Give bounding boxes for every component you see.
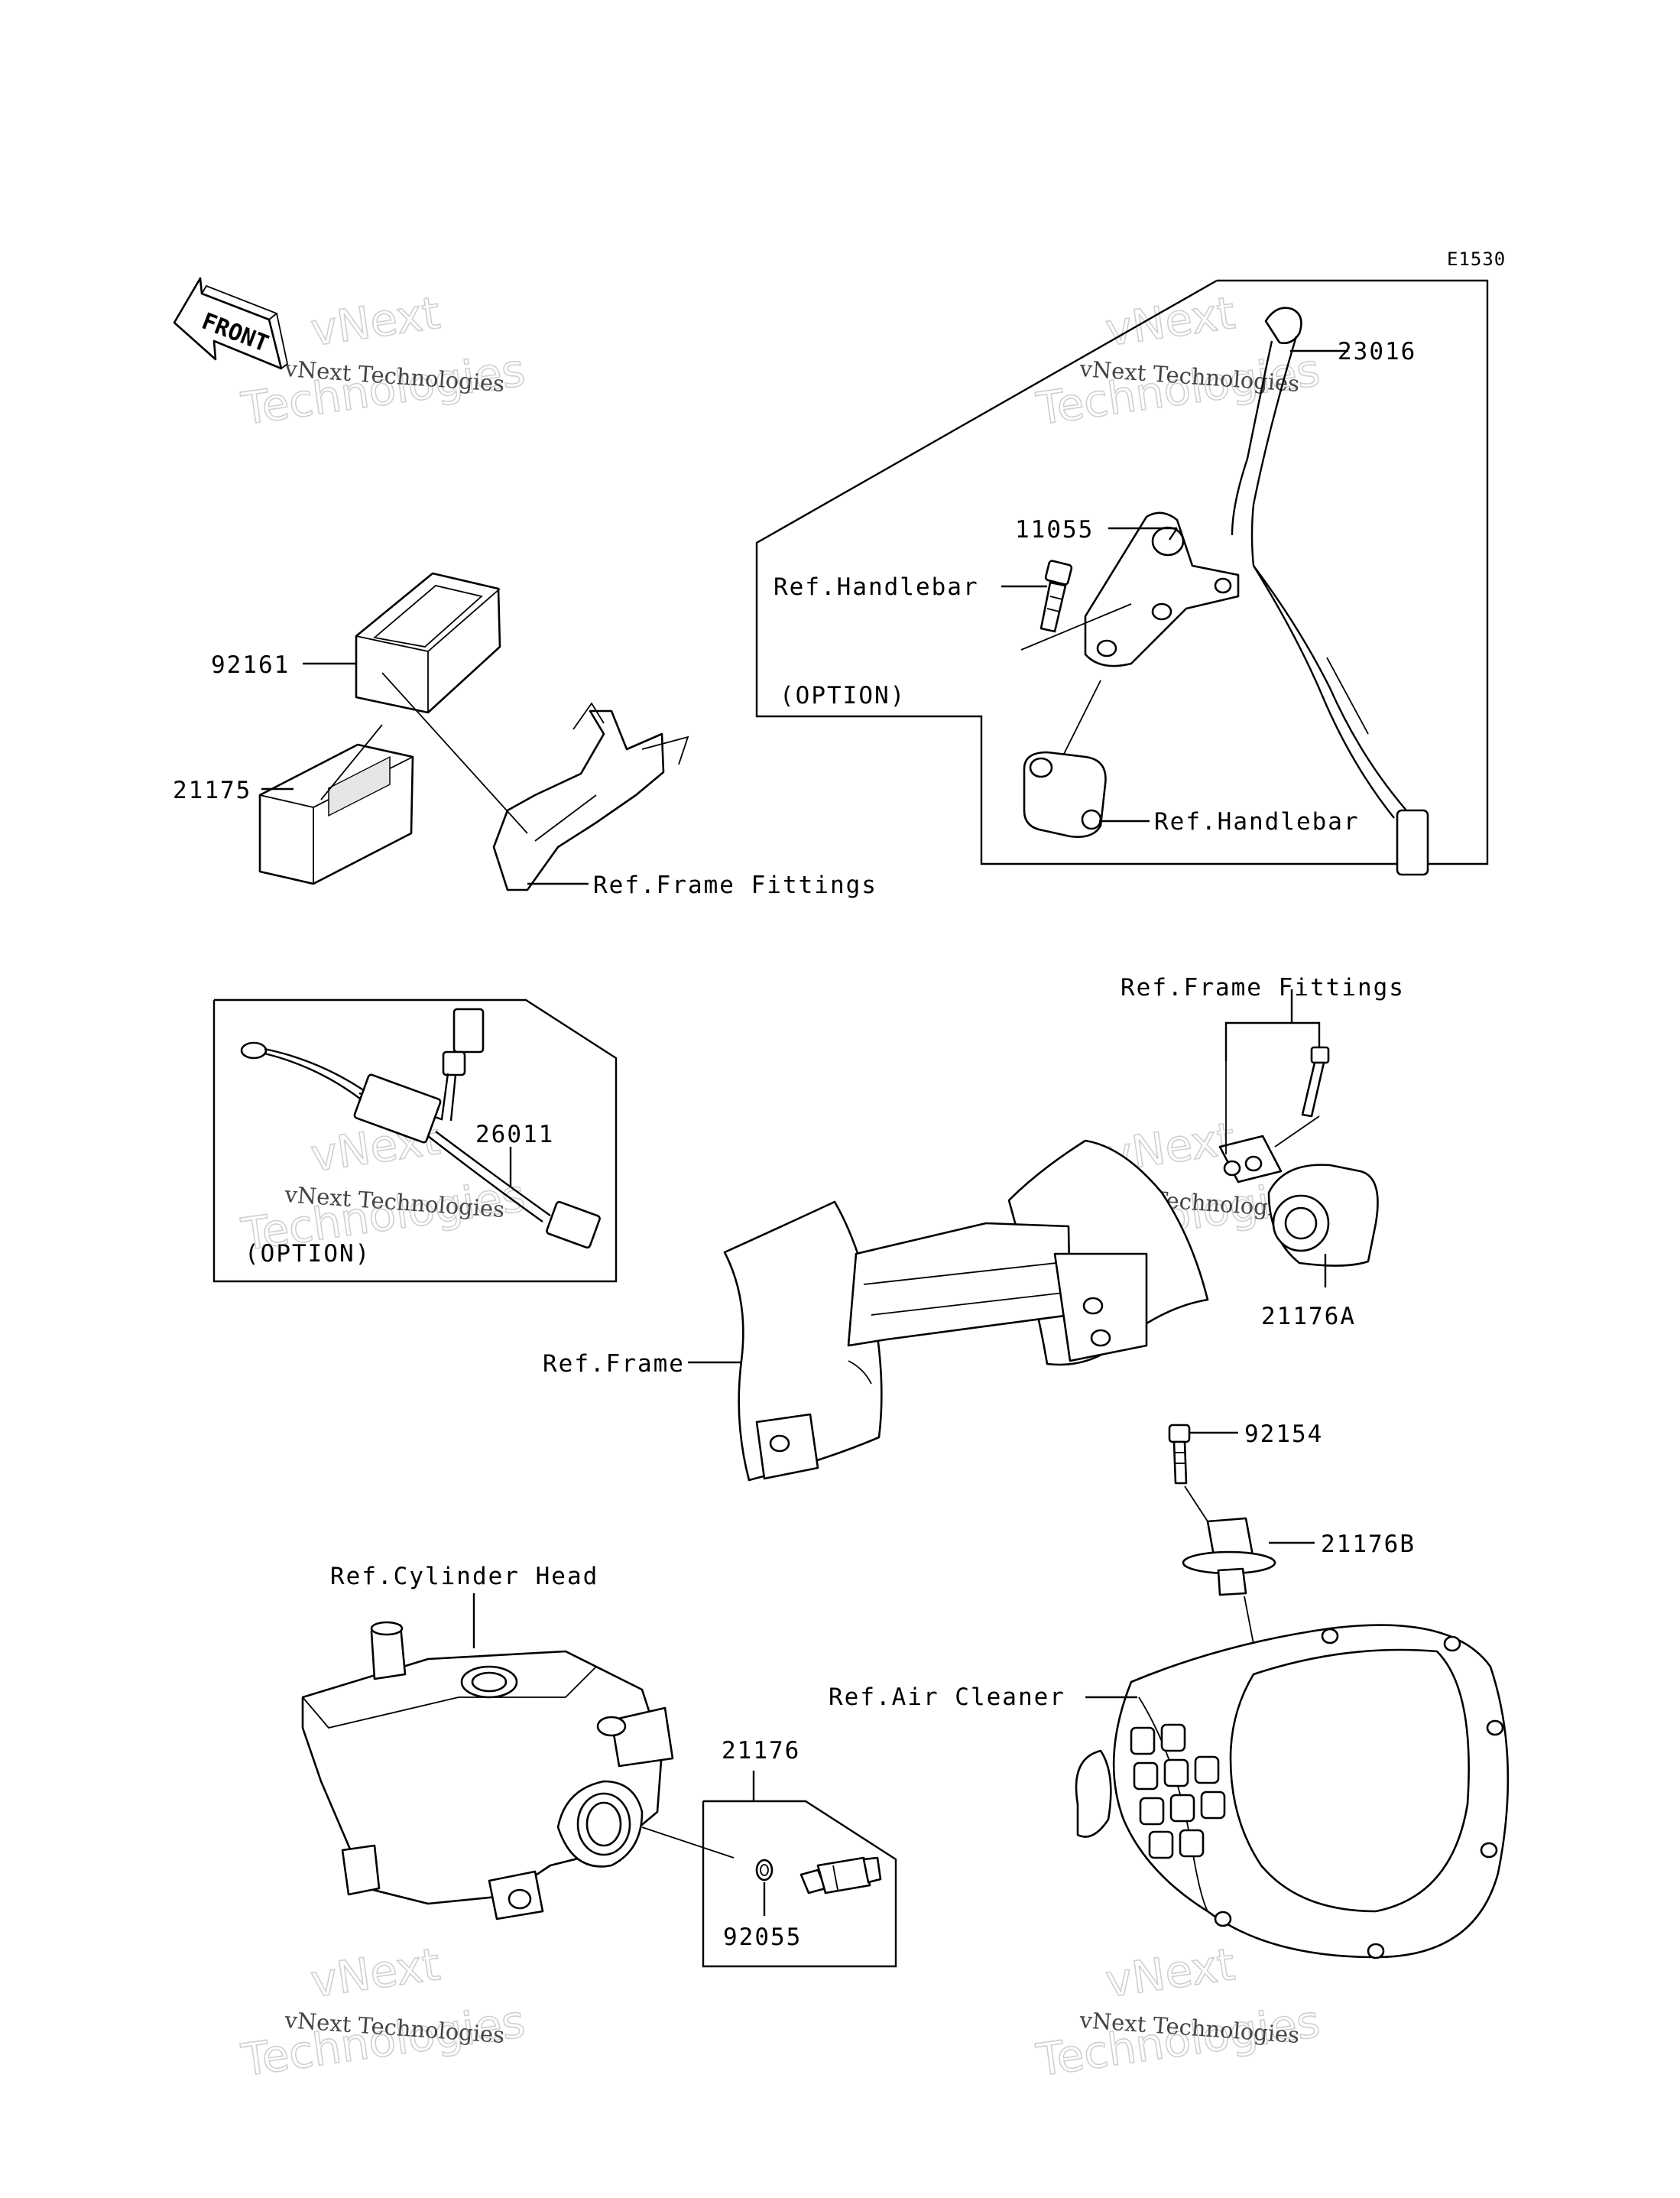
handlebar-bolt [1039,560,1073,633]
label-92154: 92154 [1244,1420,1323,1448]
ecu-cover-92161 [355,572,501,714]
label-ref-frame-fittings-2: Ref.Frame Fittings [1121,974,1405,1002]
label-92055: 92055 [723,1924,802,1951]
harness-23016 [1231,307,1429,876]
svg-text:vNext: vNext [307,1938,443,2008]
svg-text:vNext: vNext [1102,287,1237,356]
label-ref-cylinder-head: Ref.Cylinder Head [330,1563,598,1590]
harness-26011 [240,1008,601,1249]
label-21176B: 21176B [1321,1531,1416,1558]
sensor-21176 [799,1856,882,1894]
label-option-top: (OPTION) [780,682,906,709]
option-box-left [212,998,618,1283]
ecu-bracket [492,702,689,891]
front-arrow-icon: FRONT [173,277,288,370]
label-21175: 21175 [173,777,251,804]
label-option-left: (OPTION) [245,1240,371,1268]
label-ref-handlebar-bolt: Ref.Handlebar [774,573,979,601]
watermark-mid-left: vNext Technologies vNext Technologies [238,1112,529,1261]
label-11055: 11055 [1015,516,1094,544]
watermark-bottom-right: vNext Technologies vNext Technologies [1033,1937,1324,2087]
bracket-21176 [702,1800,897,1968]
frame [723,1139,1209,1482]
option-box-top [755,279,1489,865]
gasket-92055 [755,1859,774,1881]
label-ref-frame-fittings-1: Ref.Frame Fittings [593,872,877,899]
cylinder-head [301,1621,674,1920]
svg-text:vNext: vNext [307,287,443,356]
watermark-top-left: vNext Technologies vNext Technologies [238,286,529,436]
label-92161: 92161 [211,651,290,679]
handlebar-clamp [1023,751,1107,838]
sensor-bracket [1218,1046,1330,1183]
sensor-21176B [1182,1517,1276,1596]
label-21176: 21176 [722,1737,800,1765]
bolt-92154 [1168,1424,1191,1485]
label-23016: 23016 [1338,338,1416,365]
label-ref-handlebar-clamp: Ref.Handlebar [1154,808,1360,836]
ecu-21175 [258,743,414,885]
air-cleaner-grid [1130,1723,1226,1859]
svg-text:vNext: vNext [1102,1938,1237,2008]
label-ref-frame: Ref.Frame [543,1350,685,1378]
bracket-11055 [1084,511,1240,667]
air-cleaner [1075,1624,1510,1959]
label-26011: 26011 [475,1121,554,1148]
diagram-code: E1530 [1447,248,1506,270]
label-21176A: 21176A [1261,1303,1356,1330]
label-ref-air-cleaner: Ref.Air Cleaner [829,1683,1065,1711]
watermark-bottom-left: vNext Technologies vNext Technologies [238,1937,529,2087]
sensor-21176A [1267,1164,1379,1267]
